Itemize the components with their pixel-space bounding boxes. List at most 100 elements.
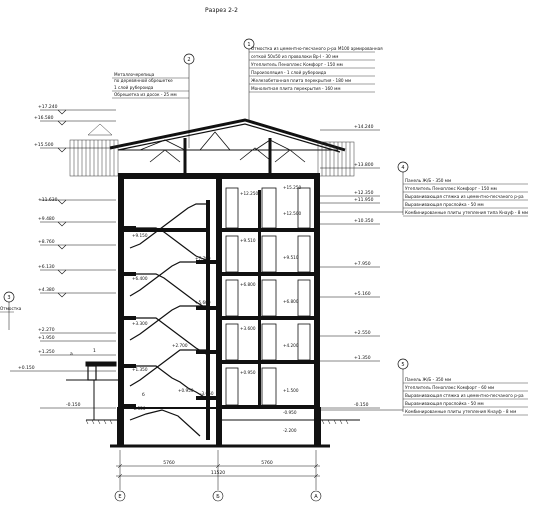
ground-line: [85, 419, 360, 425]
level-mark: +0.950: [178, 388, 194, 393]
marker-label: 3: [7, 295, 10, 301]
note-line: Панель Ж/Б - 350 мм: [405, 178, 451, 183]
left-level-lines: [10, 109, 116, 409]
note-top-mid-lines: [249, 51, 375, 93]
level-mark: +9.510: [240, 238, 256, 243]
note-line: Отмостка: [0, 306, 22, 311]
right-level-lines: [320, 129, 380, 409]
level-mark: +1.500: [283, 388, 299, 393]
level-mark: +11.630: [38, 197, 58, 203]
entrance-canopy: [66, 361, 118, 420]
level-mark: +15.250: [283, 185, 301, 190]
note-line: Утеплитель Пеноплэкс Комфорт - 150 мм: [405, 186, 497, 191]
note-line: Отмостка из цементно-песчаного р-ра М100…: [251, 46, 383, 51]
level-mark: +6.130: [38, 264, 55, 270]
door-openings: [225, 187, 311, 406]
level-mark: +2.550: [354, 330, 371, 336]
level-mark: +9.150: [132, 233, 148, 238]
stair-levels: +9.150 +7.700 +6.400 +5.600 +3.300 +2.70…: [132, 233, 211, 411]
note-top-left-lines: [112, 77, 189, 99]
drawing-title: Разрез 2-2: [205, 7, 238, 14]
level-mark: -0.550: [132, 406, 146, 411]
label-b: б: [142, 392, 145, 398]
axis-labels: Е Б А: [118, 494, 318, 500]
level-mark: +9.510: [283, 255, 299, 260]
level-mark: +6.800: [240, 282, 256, 287]
level-mark: -0.150: [66, 402, 81, 408]
note-line: Выравнивающая стяжка из цементно-песчано…: [405, 393, 524, 398]
marker-labels: 2 1 3 4 5: [7, 42, 404, 368]
level-mark: +0.150: [18, 365, 35, 371]
axis-label: А: [314, 494, 318, 500]
note-top-left: Металлочерепица по деревянной обрешетке …: [114, 72, 177, 97]
dim-span-2: 5760: [261, 460, 273, 466]
level-mark: +0.950: [240, 370, 256, 375]
level-mark: -0.150: [354, 402, 369, 408]
small-labels: а б 1: [70, 348, 145, 398]
level-mark: +1.350: [132, 367, 148, 372]
left-levels: +17.240 +16.580 +15.500 +11.630 +9.480 +…: [18, 104, 81, 408]
level-mark: +2.270: [38, 327, 55, 333]
inner-columns: [206, 190, 261, 440]
marker-label: 4: [401, 165, 404, 171]
note-line: Утеплитель Пеноплэкс Комфорт - 150 мм: [251, 62, 343, 67]
note-line: по деревянной обрешетке: [114, 78, 173, 83]
note-line: Выравнивающая прослойка - 50 мм: [405, 401, 484, 406]
label-1: 1: [93, 348, 96, 354]
level-mark: +14.240: [354, 124, 374, 130]
dim-total: 11520: [211, 470, 225, 476]
label-a: а: [70, 352, 73, 357]
axis-label: Е: [118, 494, 121, 500]
level-mark: -3.050: [200, 391, 214, 396]
level-mark: +1.950: [38, 335, 55, 341]
note-line: Пароизоляция - 1 слой рубероида: [251, 70, 327, 75]
left-level-ticks: [57, 109, 67, 298]
note-line: Комбинированные плиты утепления типа Кна…: [405, 210, 528, 215]
level-mark: +15.500: [34, 142, 54, 148]
level-mark: +12.500: [283, 211, 301, 216]
note-line: Металлочерепица: [114, 72, 155, 77]
level-mark: +8.760: [38, 239, 55, 245]
note-line: Панель Ж/Б - 350 мм: [405, 377, 451, 382]
note-line: Выравнивающая стяжка из цементно-песчано…: [405, 194, 524, 199]
note-line: Монолитная плита перекрытия - 160 мм: [251, 86, 340, 91]
level-mark: +10.350: [354, 218, 374, 224]
inner-levels: +12.250 +9.510 +6.800 +3.600 +0.950 -3.0…: [200, 185, 301, 433]
note-line: сеткой 50х50 из проволоки Вр-I - 30 мм: [251, 54, 338, 59]
level-mark: +3.300: [132, 321, 148, 326]
right-levels: +14.240 +13.800 +12.350 +11.950 +10.350 …: [354, 124, 374, 408]
level-mark: +7.950: [354, 261, 371, 267]
note-line: Железобетонная плита перекрытия - 180 мм: [251, 78, 351, 83]
marker-label: 5: [401, 362, 404, 368]
level-mark: +9.480: [38, 216, 55, 222]
level-mark: +13.800: [354, 162, 374, 168]
level-mark: -2.200: [283, 428, 297, 433]
level-mark: +12.350: [354, 190, 374, 196]
dimension-lines: [116, 450, 320, 490]
level-mark: +6.800: [283, 299, 299, 304]
level-mark: +11.950: [354, 197, 374, 203]
note-line: Выравнивающая прослойка - 50 мм: [405, 202, 484, 207]
roof: [109, 118, 346, 175]
level-mark: +4.380: [38, 287, 55, 293]
note-line: Комбинированные плиты утепления Кнауф - …: [405, 409, 516, 414]
axis-label: Б: [216, 494, 220, 500]
dim-span-1: 5760: [163, 460, 175, 466]
note-right-lower-lines: [403, 382, 528, 416]
basement: [110, 407, 330, 448]
roof-tiles-left: [69, 123, 119, 177]
building-walls: [118, 173, 320, 445]
note-right-upper-lines: [403, 183, 528, 217]
level-mark: +3.600: [240, 326, 256, 331]
note-line: 1 слой рубероида: [114, 85, 154, 90]
level-mark: +1.350: [354, 355, 371, 361]
level-mark: +12.250: [240, 191, 258, 196]
note-left: Отмостка: [0, 306, 22, 311]
marker-label: 1: [247, 42, 250, 48]
level-mark: +5.160: [354, 291, 371, 297]
note-right-lower: Панель Ж/Б - 350 мм Утеплитель Пеноплэкс…: [405, 377, 524, 414]
note-line: Обрешетка из досок - 25 мм: [114, 92, 177, 97]
level-mark: +6.400: [132, 276, 148, 281]
dimension-text: 5760 5760 11520: [163, 460, 273, 476]
